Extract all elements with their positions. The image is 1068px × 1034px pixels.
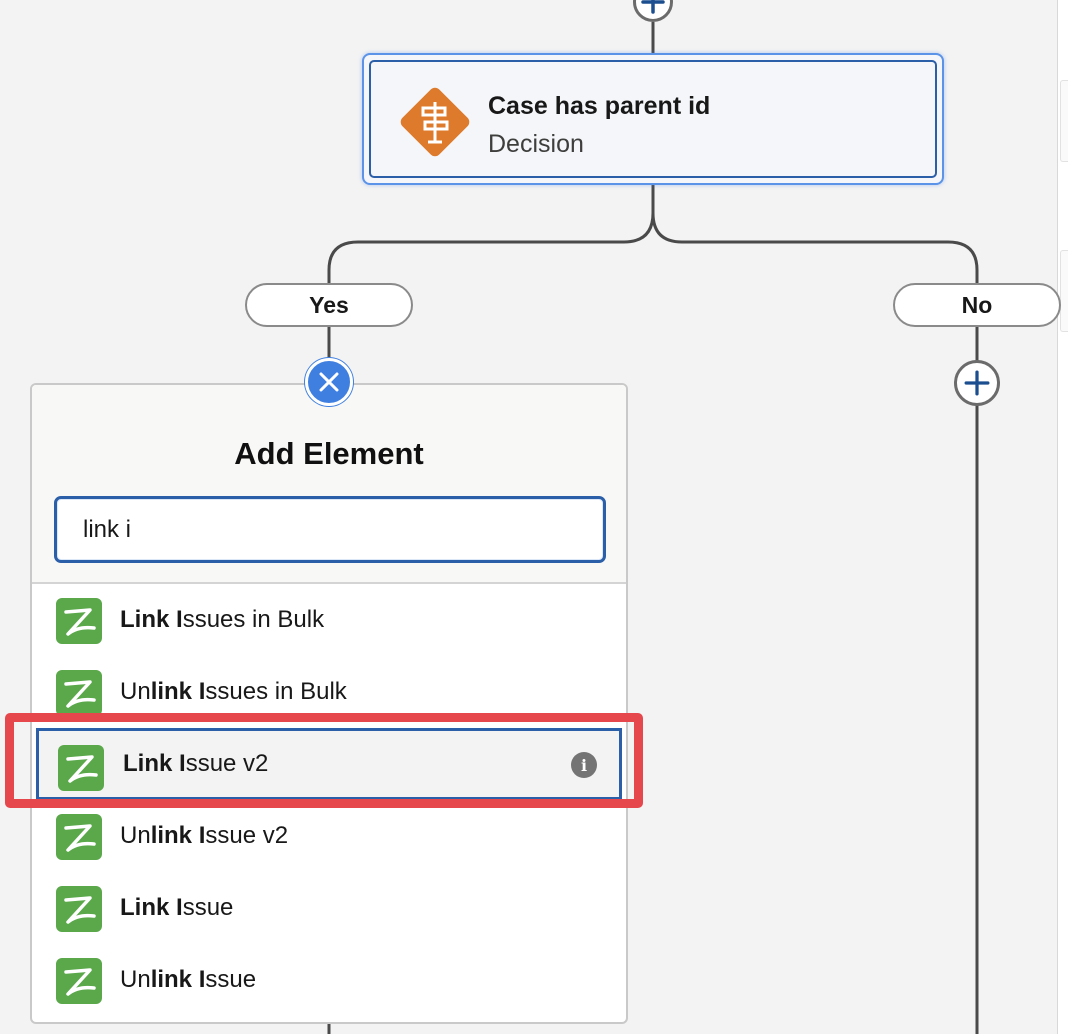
list-item-selected[interactable]: Link Issue v2 i — [36, 728, 622, 800]
list-item-label: Unlink Issue v2 — [120, 822, 289, 849]
info-icon[interactable]: i — [571, 752, 597, 778]
list-item[interactable]: Link Issues in Bulk — [32, 584, 626, 656]
close-icon — [319, 372, 339, 392]
panel-tab[interactable] — [1060, 250, 1068, 332]
decision-node[interactable]: Case has parent id Decision — [362, 53, 944, 185]
zephyr-app-icon — [56, 958, 102, 1004]
list-item-label: Link Issue v2 — [123, 750, 269, 777]
branch-no-label[interactable]: No — [893, 283, 1061, 327]
signpost-decision-icon — [400, 87, 470, 157]
list-item-label: Unlink Issue — [120, 966, 257, 993]
list-item-label: Unlink Issues in Bulk — [120, 678, 347, 705]
zephyr-app-icon — [56, 886, 102, 932]
decision-type-label: Decision — [488, 130, 584, 158]
zephyr-app-icon — [56, 598, 102, 644]
branch-yes-label[interactable]: Yes — [245, 283, 413, 327]
decision-node-body: Case has parent id Decision — [369, 60, 937, 178]
right-side-panel — [1057, 0, 1068, 1034]
element-search-input[interactable] — [54, 496, 606, 563]
decision-title: Case has parent id — [488, 92, 711, 120]
add-element-title: Add Element — [234, 436, 424, 471]
close-add-element-button[interactable] — [305, 358, 353, 406]
list-item[interactable]: Link Issue — [32, 872, 626, 944]
list-item[interactable]: Unlink Issues in Bulk — [32, 656, 626, 728]
plus-icon — [964, 370, 990, 396]
zephyr-app-icon — [58, 745, 104, 791]
list-item[interactable]: Unlink Issue v2 — [32, 800, 626, 872]
plus-icon — [641, 0, 665, 14]
list-item[interactable]: Unlink Issue — [32, 944, 626, 1016]
add-element-header: Add Element — [32, 385, 626, 584]
panel-tab[interactable] — [1060, 80, 1068, 162]
list-item-label: Link Issue — [120, 894, 234, 921]
add-element-button-no-branch[interactable] — [954, 360, 1000, 406]
list-item-label: Link Issues in Bulk — [120, 606, 325, 633]
zephyr-app-icon — [56, 670, 102, 716]
zephyr-app-icon — [56, 814, 102, 860]
